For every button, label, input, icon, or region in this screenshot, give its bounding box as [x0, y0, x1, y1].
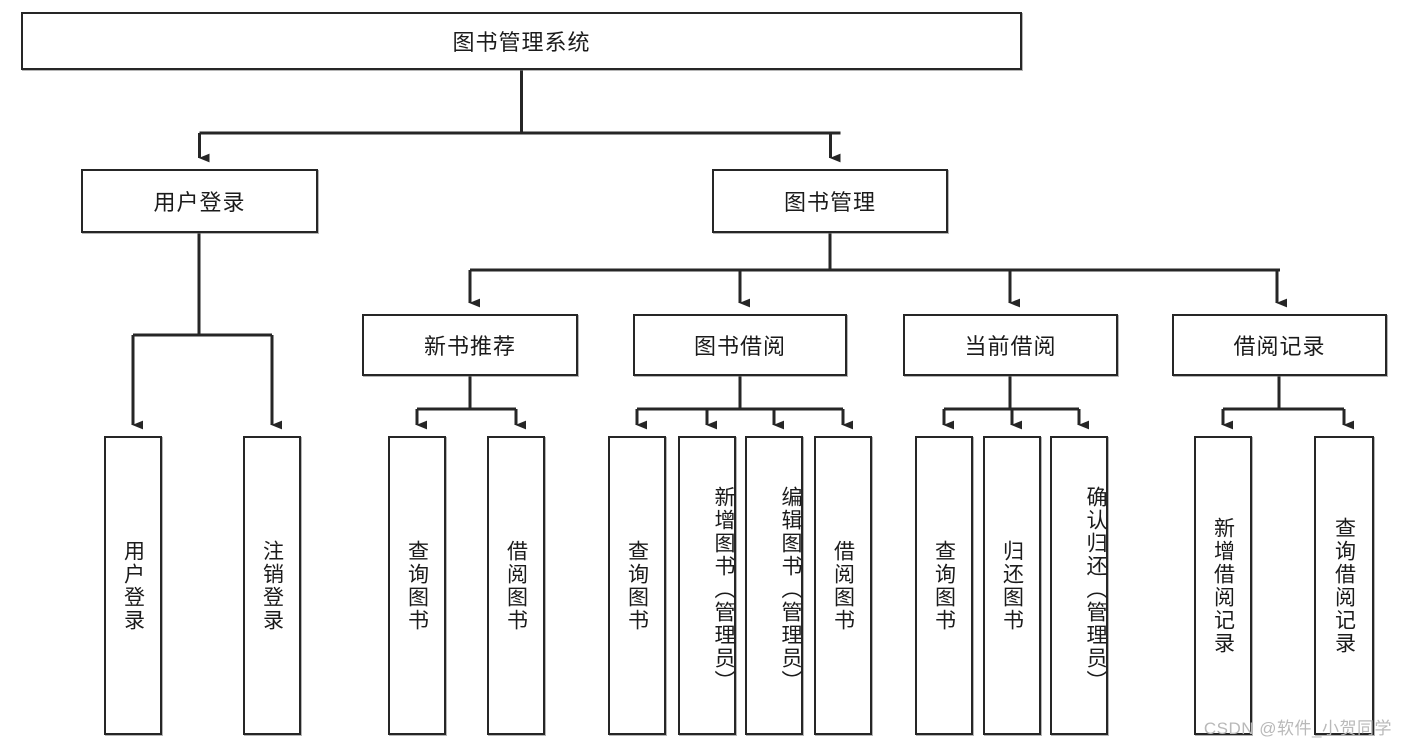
node-leaf-query-book-2[interactable]: 查询图书 [608, 436, 666, 735]
edge-current-to-leaves [942, 376, 1090, 430]
node-leaf-query-record-label: 查询借阅记录 [1332, 516, 1356, 655]
node-borrow-record[interactable]: 借阅记录 [1172, 314, 1387, 376]
node-leaf-query-book-2-label: 查询图书 [625, 539, 649, 632]
node-leaf-borrow-book-2-label: 借阅图书 [831, 539, 855, 632]
node-leaf-return-book[interactable]: 归还图书 [983, 436, 1041, 735]
node-leaf-borrow-book-1[interactable]: 借阅图书 [487, 436, 545, 735]
node-root-label: 图书管理系统 [452, 30, 591, 55]
node-leaf-add-record[interactable]: 新增借阅记录 [1194, 436, 1252, 735]
node-borrow-record-label: 借阅记录 [1233, 334, 1326, 359]
edge-userlogin-to-leaves [131, 233, 283, 430]
node-book-borrow[interactable]: 图书借阅 [633, 314, 847, 376]
node-leaf-user-login[interactable]: 用户登录 [104, 436, 162, 735]
node-leaf-borrow-book-2[interactable]: 借阅图书 [814, 436, 872, 735]
node-book-manage-label: 图书管理 [783, 190, 876, 215]
node-book-borrow-label: 图书借阅 [693, 334, 786, 359]
node-user-login-label: 用户登录 [153, 190, 246, 215]
node-leaf-query-record[interactable]: 查询借阅记录 [1314, 436, 1374, 735]
node-leaf-add-record-label: 新增借阅记录 [1211, 516, 1235, 655]
node-current-borrow[interactable]: 当前借阅 [903, 314, 1118, 376]
node-root[interactable]: 图书管理系统 [21, 12, 1022, 70]
node-new-book-recommend-label: 新书推荐 [423, 334, 516, 359]
node-leaf-user-login-label: 用户登录 [121, 539, 145, 632]
node-leaf-edit-book[interactable]: 编辑图书（管理员） [745, 436, 803, 735]
node-leaf-logout-label: 注销登录 [260, 539, 284, 632]
node-leaf-query-book-1-label: 查询图书 [405, 539, 429, 632]
node-leaf-query-book-3-label: 查询图书 [932, 539, 956, 632]
node-new-book-recommend[interactable]: 新书推荐 [362, 314, 578, 376]
node-leaf-logout[interactable]: 注销登录 [243, 436, 301, 735]
edge-borrow-to-leaves [635, 376, 854, 430]
node-leaf-confirm-return[interactable]: 确认归还（管理员） [1050, 436, 1108, 735]
node-leaf-confirm-return-label: 确认归还（管理员） [1084, 486, 1107, 693]
edge-root-to-level2 [198, 70, 841, 163]
edge-recommend-to-leaves [415, 376, 527, 430]
node-leaf-edit-book-label: 编辑图书（管理员） [779, 486, 802, 693]
edge-bookmanage-to-level3 [468, 233, 1288, 308]
node-leaf-query-book-3[interactable]: 查询图书 [915, 436, 973, 735]
node-leaf-add-book-label: 新增图书（管理员） [712, 486, 735, 693]
node-leaf-borrow-book-1-label: 借阅图书 [504, 539, 528, 632]
node-leaf-query-book-1[interactable]: 查询图书 [388, 436, 446, 735]
node-book-manage[interactable]: 图书管理 [712, 169, 948, 233]
edge-record-to-leaves [1221, 376, 1355, 430]
csdn-watermark: CSDN @软件_小贺同学 [1203, 719, 1392, 738]
node-leaf-return-book-label: 归还图书 [1000, 539, 1024, 632]
node-current-borrow-label: 当前借阅 [964, 334, 1057, 359]
node-leaf-add-book[interactable]: 新增图书（管理员） [678, 436, 736, 735]
node-user-login[interactable]: 用户登录 [81, 169, 318, 233]
